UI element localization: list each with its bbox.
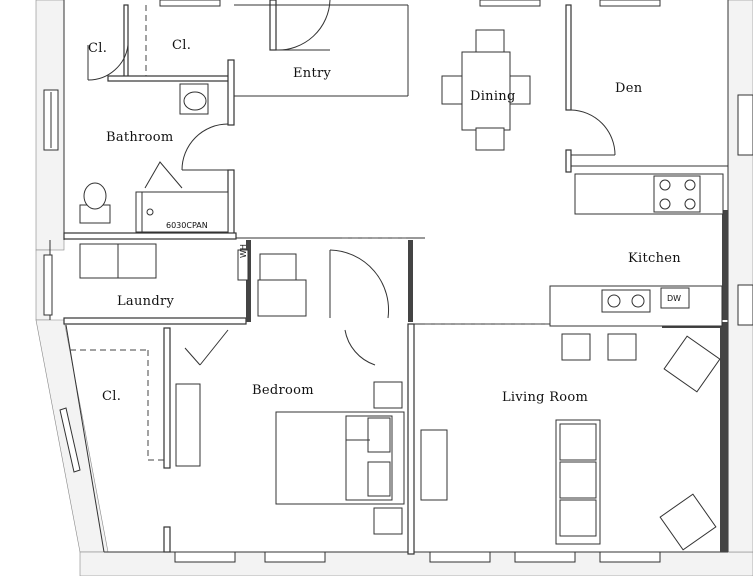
doors (87, 0, 616, 366)
bathroom-fixtures (79, 83, 229, 233)
label-water-heater: WH (239, 244, 248, 258)
label-dining: Dining (470, 89, 516, 104)
laundry-fixtures (79, 243, 307, 317)
dining-table (441, 29, 531, 151)
label-den: Den (615, 81, 643, 96)
label-living-room: Living Room (502, 390, 588, 405)
label-laundry: Laundry (117, 294, 174, 309)
room-labels: Cl. Cl. Entry Dining Den Bathroom Kitche… (88, 38, 681, 405)
label-entry: Entry (293, 66, 332, 81)
kitchen-fixtures (549, 173, 724, 361)
label-kitchen: Kitchen (628, 251, 681, 266)
living-room-furniture (420, 335, 721, 551)
bedroom-furniture (175, 381, 405, 535)
label-closet-left: Cl. (88, 41, 107, 56)
label-dishwasher: DW (667, 294, 681, 303)
label-bathroom: Bathroom (106, 130, 174, 145)
label-shower-pan: 6030CPAN (166, 221, 208, 230)
label-closet-bedroom: Cl. (102, 389, 121, 404)
exterior-walls (35, 0, 753, 576)
label-closet-right: Cl. (172, 38, 191, 53)
label-bedroom: Bedroom (252, 383, 314, 398)
